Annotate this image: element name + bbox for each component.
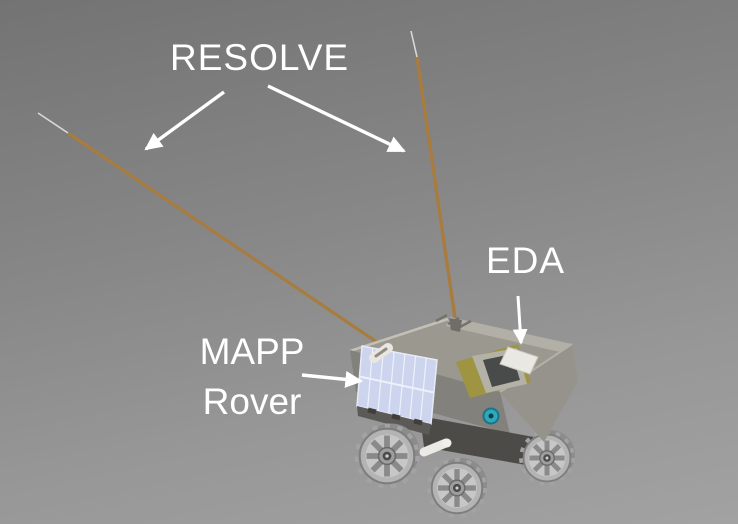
resolve-left-arrow-icon [144, 90, 226, 151]
antenna-mount [449, 318, 462, 332]
rover-chassis [420, 416, 550, 468]
eda-panel [499, 346, 539, 375]
antenna-tip [37, 112, 69, 134]
antenna-tip [410, 30, 418, 58]
panel-clamps [367, 407, 423, 426]
label-mapp-line2: Rover [202, 381, 302, 422]
wheel-front-center [429, 458, 487, 516]
antenna-mast [67, 131, 388, 351]
wheel-front-left [357, 423, 419, 485]
resolve-antenna-right [410, 30, 458, 326]
mapp-rover-illustration [348, 313, 578, 516]
deck-rear-rim [446, 317, 572, 352]
teal-instrument [482, 407, 500, 425]
annotation-arrows [144, 84, 528, 388]
rover-side-wedge [500, 344, 578, 442]
wheel-rear-right [521, 430, 575, 484]
label-resolve: RESOLVE [170, 37, 350, 78]
resolve-right-arrow-icon [267, 84, 406, 153]
label-eda: EDA [486, 240, 566, 281]
mapp-arrow-icon [301, 370, 364, 388]
antenna-bracket [369, 343, 393, 363]
axle-fork [419, 438, 452, 457]
label-mapp-line1: MAPP [199, 331, 305, 372]
deck-left-lip [349, 317, 449, 353]
antenna-mast [415, 56, 458, 326]
label-mapp-rover: MAPP Rover [196, 327, 308, 427]
eda-arrow-icon [512, 295, 528, 345]
resolve-antenna-left [37, 112, 388, 351]
